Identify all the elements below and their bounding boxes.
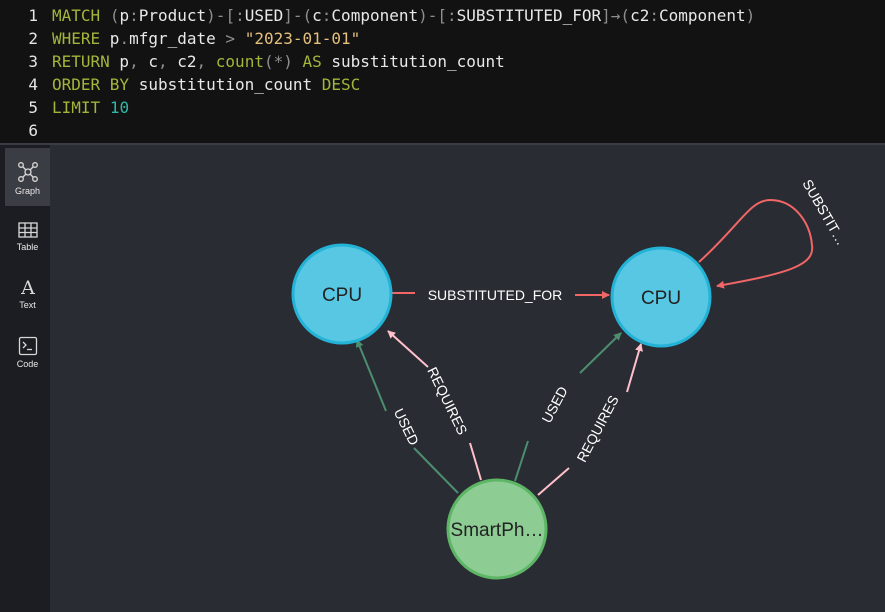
sidebar-item-label: Graph (14, 186, 40, 196)
code-token: : (321, 6, 332, 25)
code-token: substitution_count (321, 52, 505, 71)
code-token: ORDER BY (52, 75, 130, 94)
editor-divider (0, 143, 885, 145)
relationship-label: USED (538, 384, 570, 426)
code-token: (*) (263, 52, 293, 71)
sidebar-item-graph[interactable]: Graph (5, 148, 50, 206)
line-number: 2 (28, 29, 38, 48)
code-token: )-[: (418, 6, 457, 25)
code-token: p (100, 29, 120, 48)
sidebar-item-code[interactable]: Code (5, 326, 50, 384)
code-token: 10 (109, 98, 130, 117)
code-token: c (138, 52, 158, 71)
code-token: > (215, 29, 245, 48)
code-icon (18, 336, 37, 356)
code-token: USED (244, 6, 284, 25)
code-token: SUBSTITUTED_FOR (456, 6, 602, 25)
code-token: LIMIT (52, 98, 101, 117)
line-number: 3 (28, 52, 38, 71)
code-token: c (312, 6, 322, 25)
relationship-label: REQUIRES (424, 364, 470, 437)
code-token: ) (745, 6, 756, 25)
code-line-4: 4 ORDER BY substitution_count DESC (0, 73, 885, 96)
relationship-requires[interactable]: REQUIRES (387, 330, 482, 481)
code-token (100, 6, 110, 25)
code-line-6: 6 (0, 119, 885, 142)
code-token: p (109, 52, 130, 71)
view-sidebar: Graph Table A Text Code (0, 145, 50, 612)
code-text: WHERE p.mfgr_date > "2023-01-01" (52, 27, 360, 50)
sidebar-item-table[interactable]: Table (5, 210, 50, 268)
code-token: . (119, 29, 130, 48)
code-token: Component (331, 6, 419, 25)
code-token: ]-( (283, 6, 313, 25)
node-cpu[interactable]: CPU (610, 246, 712, 348)
code-line-2: 2 WHERE p.mfgr_date > "2023-01-01" (0, 27, 885, 50)
sidebar-item-label: Text (19, 300, 36, 310)
graph-canvas[interactable]: SUBSTITUTED_FOR SUBSTIT… USED REQUIRES U… (50, 145, 885, 612)
relationship-substituted-for[interactable]: SUBSTITUTED_FOR (392, 287, 610, 303)
code-token: mfgr_date (129, 29, 216, 48)
line-number: 5 (28, 98, 38, 117)
code-text: ORDER BY substitution_count DESC (52, 73, 360, 96)
code-token: count (206, 52, 264, 71)
code-token: ( (109, 6, 120, 25)
line-number: 4 (28, 75, 38, 94)
relationship-substituted-for-loop[interactable]: SUBSTIT… (698, 177, 850, 289)
code-token: ]→( (601, 6, 631, 25)
code-token: c2 (630, 6, 650, 25)
code-token: : (649, 6, 659, 25)
code-token: c2 (167, 52, 197, 71)
code-token: p (119, 6, 130, 25)
code-token: DESC (312, 75, 361, 94)
graph-icon (17, 162, 38, 182)
code-token: MATCH (52, 6, 101, 25)
code-token: WHERE (52, 29, 101, 48)
relationship-label: REQUIRES (573, 393, 621, 465)
code-token: : (129, 6, 139, 25)
line-number: 6 (28, 121, 38, 140)
code-line-3: 3 RETURN p, c, c2, count(*) AS substituti… (0, 50, 885, 73)
code-token: RETURN (52, 52, 110, 71)
table-icon (17, 222, 38, 238)
relationship-used[interactable]: USED (355, 339, 459, 494)
sidebar-item-label: Code (16, 359, 39, 369)
node-label: SmartPh… (451, 520, 544, 541)
node-smartphone[interactable]: SmartPh… (446, 478, 548, 580)
code-token (100, 98, 110, 117)
code-token: Component (658, 6, 746, 25)
code-token: Product (138, 6, 207, 25)
code-line-5: 5 LIMIT 10 (0, 96, 885, 119)
node-label: CPU (641, 288, 681, 309)
sidebar-item-text[interactable]: A Text (5, 268, 50, 326)
code-token: AS (292, 52, 322, 71)
code-text: RETURN p, c, c2, count(*) AS substitutio… (52, 50, 505, 73)
code-token: )-[: (206, 6, 245, 25)
node-cpu[interactable]: CPU (291, 243, 393, 345)
text-icon: A (20, 277, 35, 298)
sidebar-item-label: Table (16, 242, 39, 252)
code-token: "2023-01-01" (244, 29, 361, 48)
node-label: CPU (322, 285, 362, 306)
relationship-label: SUBSTITUTED_FOR (428, 287, 563, 303)
svg-text:A: A (20, 277, 35, 298)
relationship-label: SUBSTIT… (799, 177, 849, 248)
code-text: LIMIT 10 (52, 96, 129, 119)
relationship-label: USED (391, 406, 422, 448)
code-token: , (157, 52, 168, 71)
code-token: , (196, 52, 207, 71)
code-token: , (129, 52, 139, 71)
code-token: substitution_count (129, 75, 313, 94)
line-number: 1 (28, 6, 38, 25)
code-text: MATCH (p:Product)-[:USED]-(c:Component)-… (52, 4, 755, 27)
